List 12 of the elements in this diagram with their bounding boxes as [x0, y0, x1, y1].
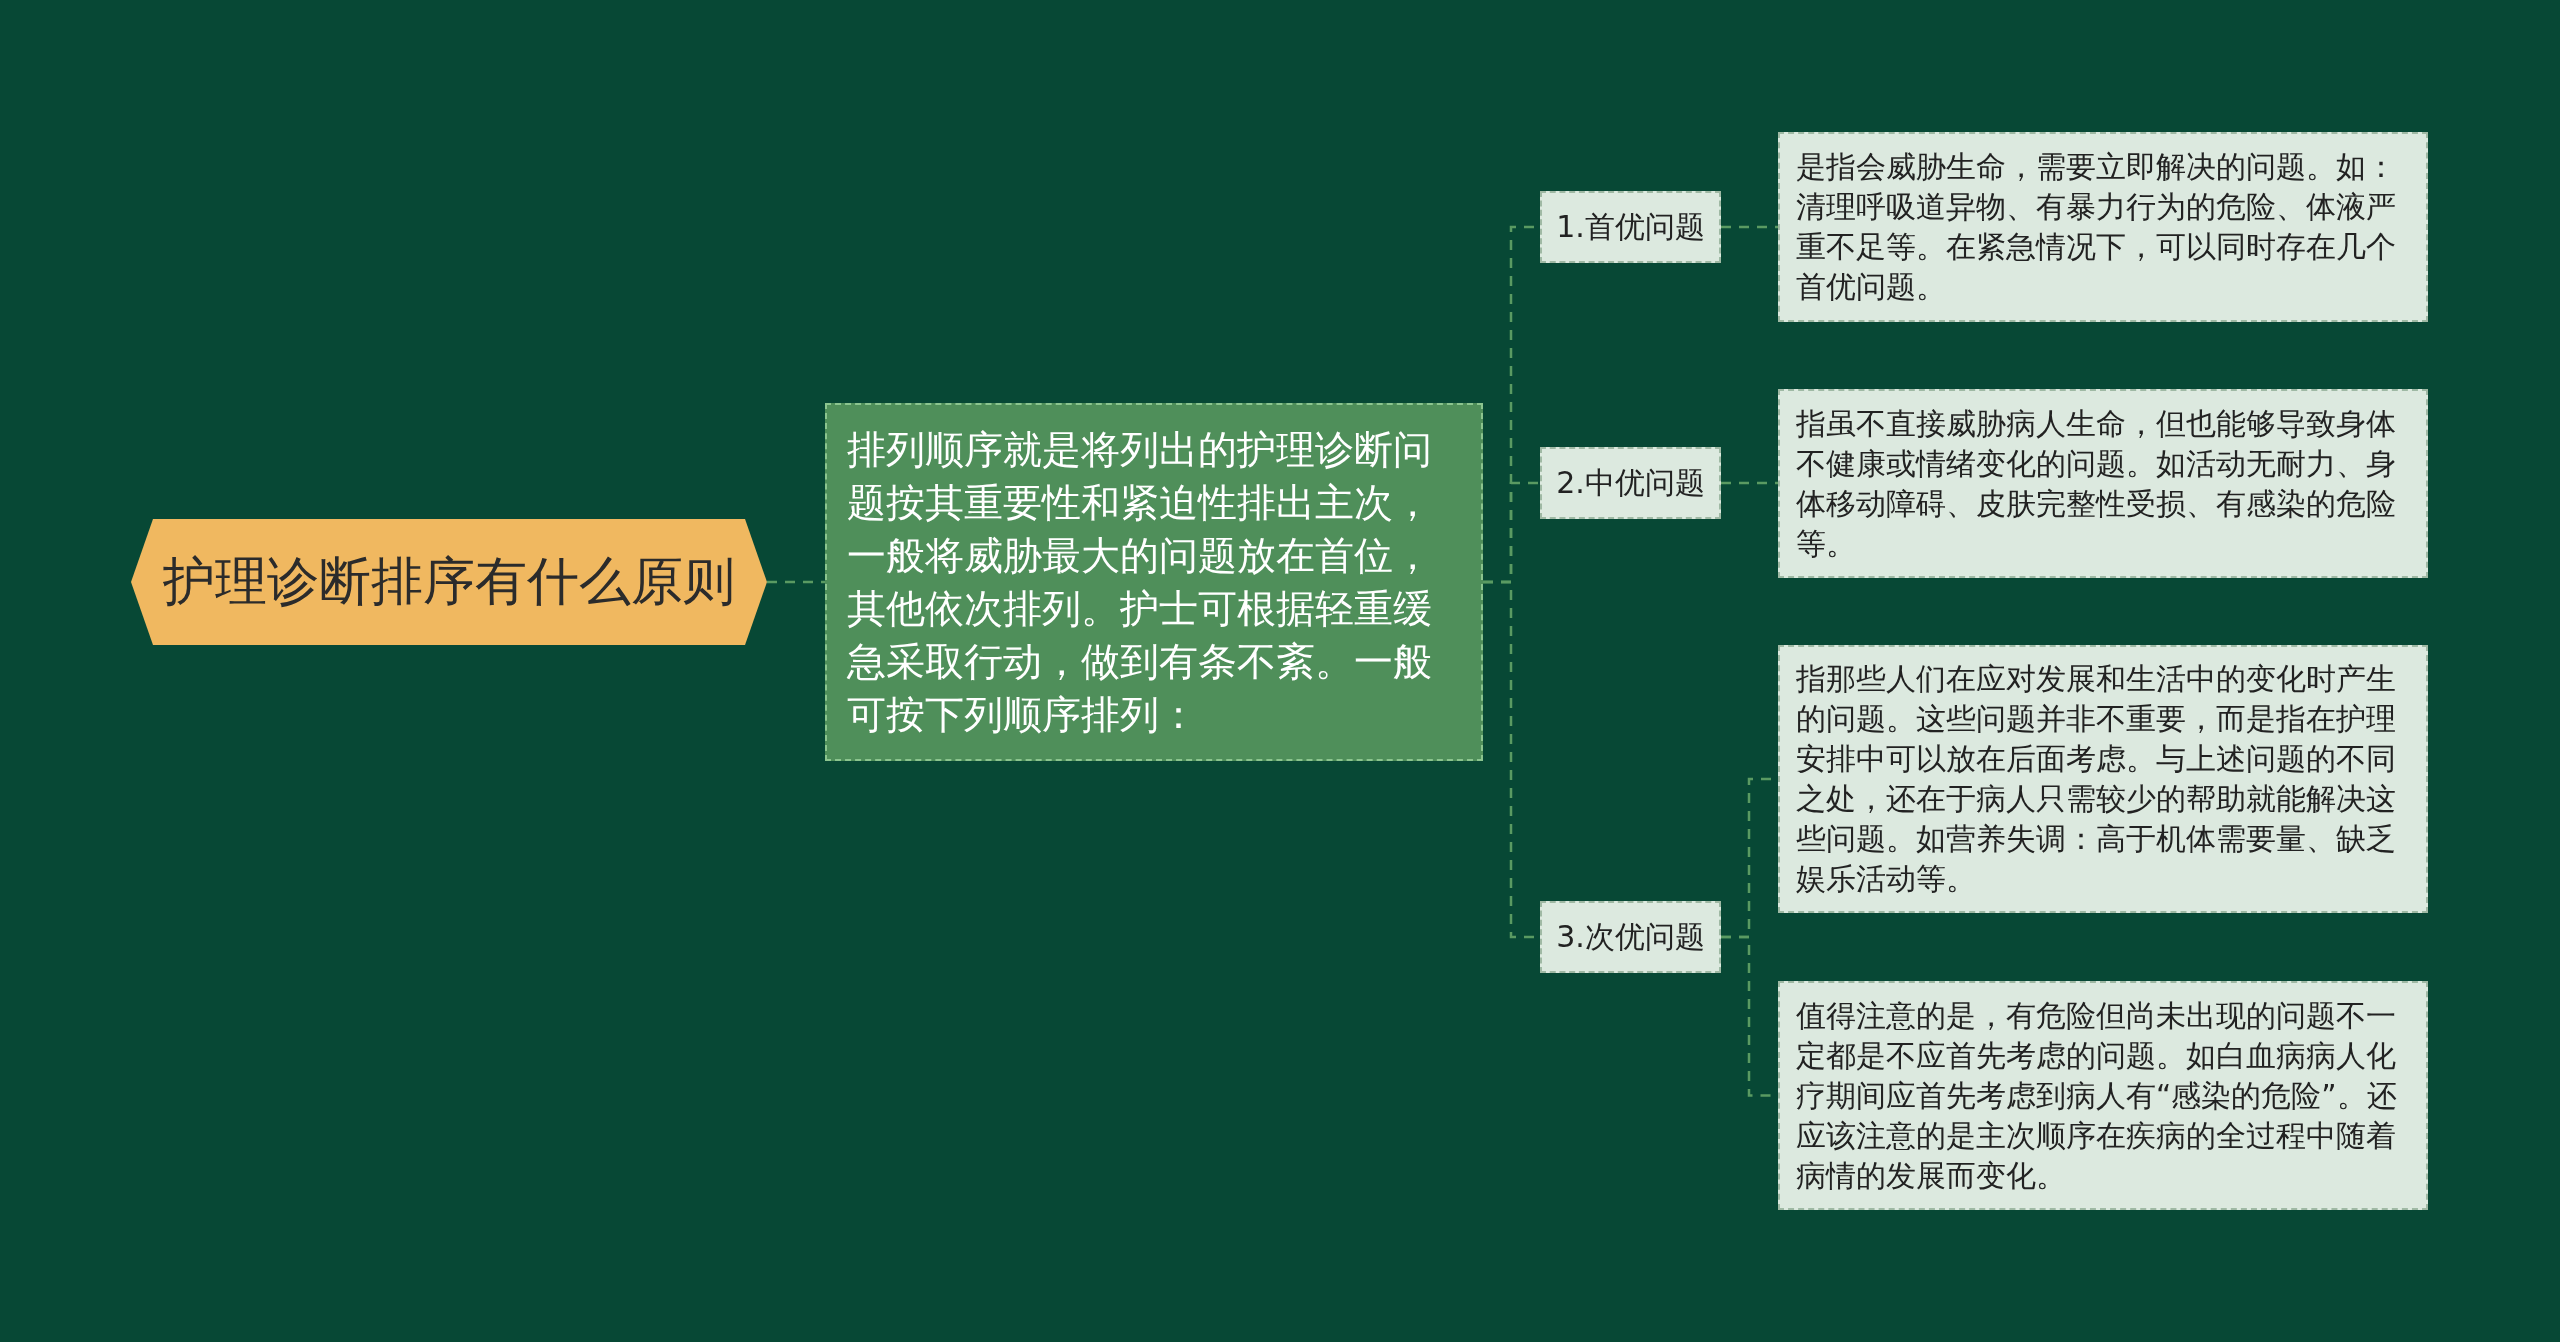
category-box: 2.中优问题	[1540, 447, 1721, 519]
topic-hexagon: 护理诊断排序有什么原则	[131, 519, 767, 645]
description-box: 值得注意的是，有危险但尚未出现的问题不一定都是不应首先考虑的问题。如白血病病人化疗期间应首先考虑到病人有“感染的危险”。还应该注意的是主次顺序在疾病的全过程中随着病情的发展而变化。	[1778, 981, 2428, 1210]
connector-line	[1721, 481, 1778, 485]
category-box: 1.首优问题	[1540, 191, 1721, 263]
connector-line	[1721, 225, 1778, 229]
category-box: 3.次优问题	[1540, 901, 1721, 973]
description-box: 指虽不直接威胁病人生命，但也能够导致身体不健康或情绪变化的问题。如活动无耐力、身体移动障碍、皮肤完整性受损、有感染的危险等。	[1778, 389, 2428, 578]
description-box: 是指会威胁生命，需要立即解决的问题。如：清理呼吸道异物、有暴力行为的危险、体液严重不足等。在紧急情况下，可以同时存在几个首优问题。	[1778, 132, 2428, 322]
connector-line	[767, 580, 825, 584]
summary-box: 排列顺序就是将列出的护理诊断问题按其重要性和紧迫性排出主次，一般将威胁最大的问题放在首位，其他依次排列。护士可根据轻重缓急采取行动，做到有条不紊。一般可按下列顺序排列：	[825, 403, 1483, 761]
description-box: 指那些人们在应对发展和生活中的变化时产生的问题。这些问题并非不重要，而是指在护理安排中可以放在后面考虑。与上述问题的不同之处，还在于病人只需较少的帮助就能解决这些问题。如营养失调：高于机体需要量、缺乏娱乐活动等。	[1778, 645, 2428, 913]
